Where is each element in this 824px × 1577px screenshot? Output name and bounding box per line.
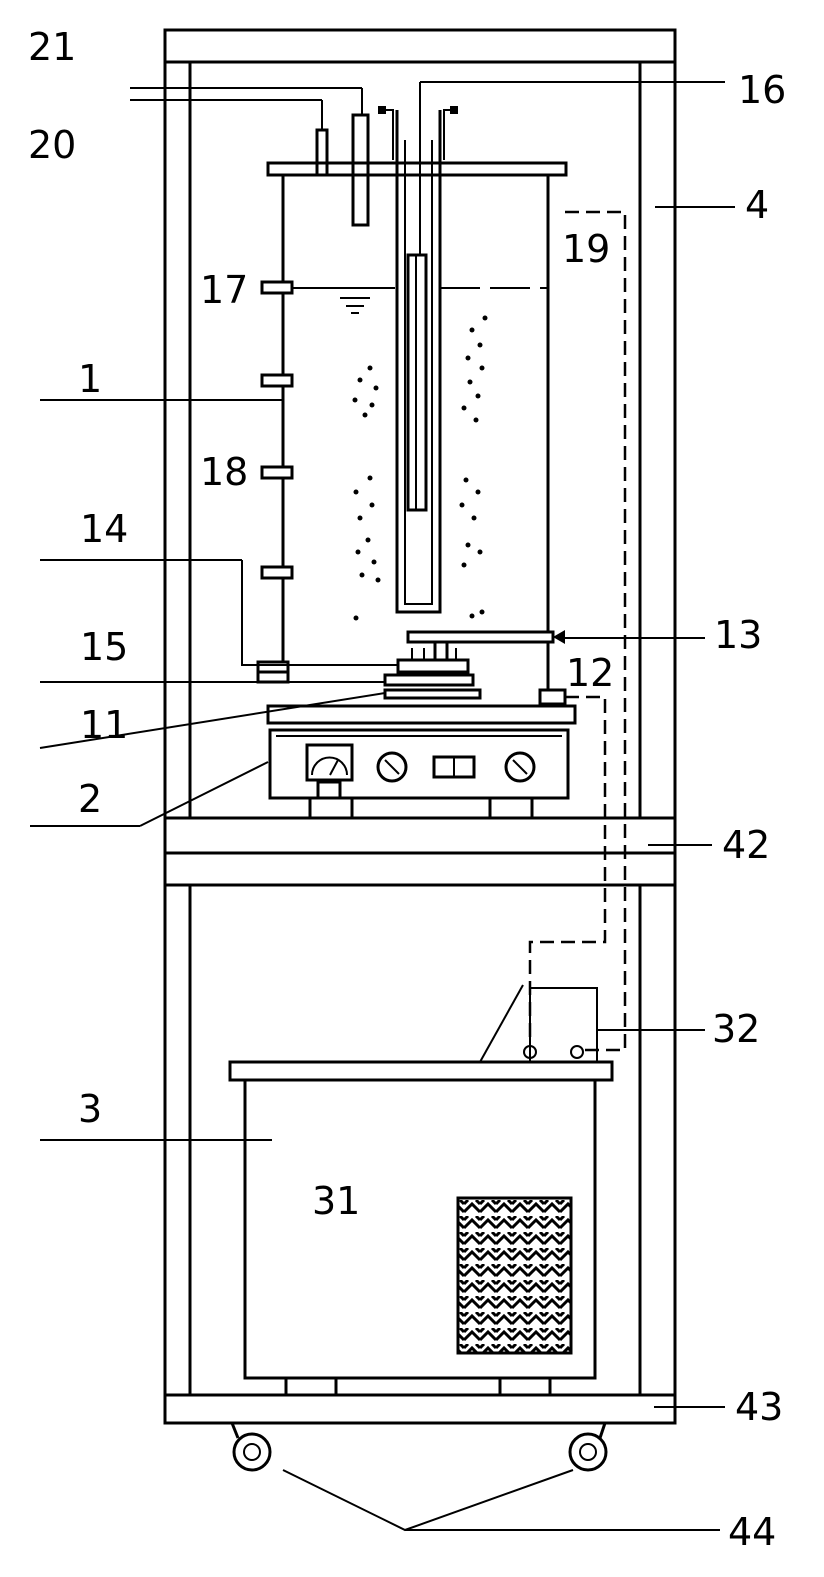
label-4: 4 [745,183,769,227]
label-18: 18 [200,450,248,494]
label-20: 20 [28,123,76,167]
gas-bubbles [352,315,488,621]
label-15: 15 [80,625,128,669]
label-1: 1 [78,357,102,401]
reaction-vessel [266,161,568,690]
sample-stage [383,630,565,700]
label-14: 14 [80,507,128,551]
chiller-unit [228,987,614,1397]
label-43: 43 [735,1385,783,1429]
gas-inlet-and-probe [130,87,370,227]
middle-shelf [165,816,675,887]
label-12: 12 [566,651,614,695]
label-44: 44 [728,1510,776,1554]
magnetic-stirrer [268,728,570,820]
sampling-ports [256,280,294,684]
label-3: 3 [78,1087,102,1131]
caster-wheels [230,1422,608,1472]
leader-lines [30,81,735,1532]
label-17: 17 [200,268,248,312]
coolant-lines [528,210,627,1052]
label-42: 42 [722,823,770,867]
label-11: 11 [80,703,128,747]
label-21: 21 [28,25,76,69]
label-16: 16 [738,68,786,112]
label-31: 31 [312,1179,360,1223]
callout-labels: 21 20 16 4 19 17 1 18 14 13 15 12 11 2 4… [28,25,786,1554]
label-32: 32 [712,1007,760,1051]
frame-cabinet [163,28,677,1425]
label-19: 19 [562,227,610,271]
label-13: 13 [714,613,762,657]
vessel-base-plate [266,688,577,725]
label-2: 2 [78,777,102,821]
